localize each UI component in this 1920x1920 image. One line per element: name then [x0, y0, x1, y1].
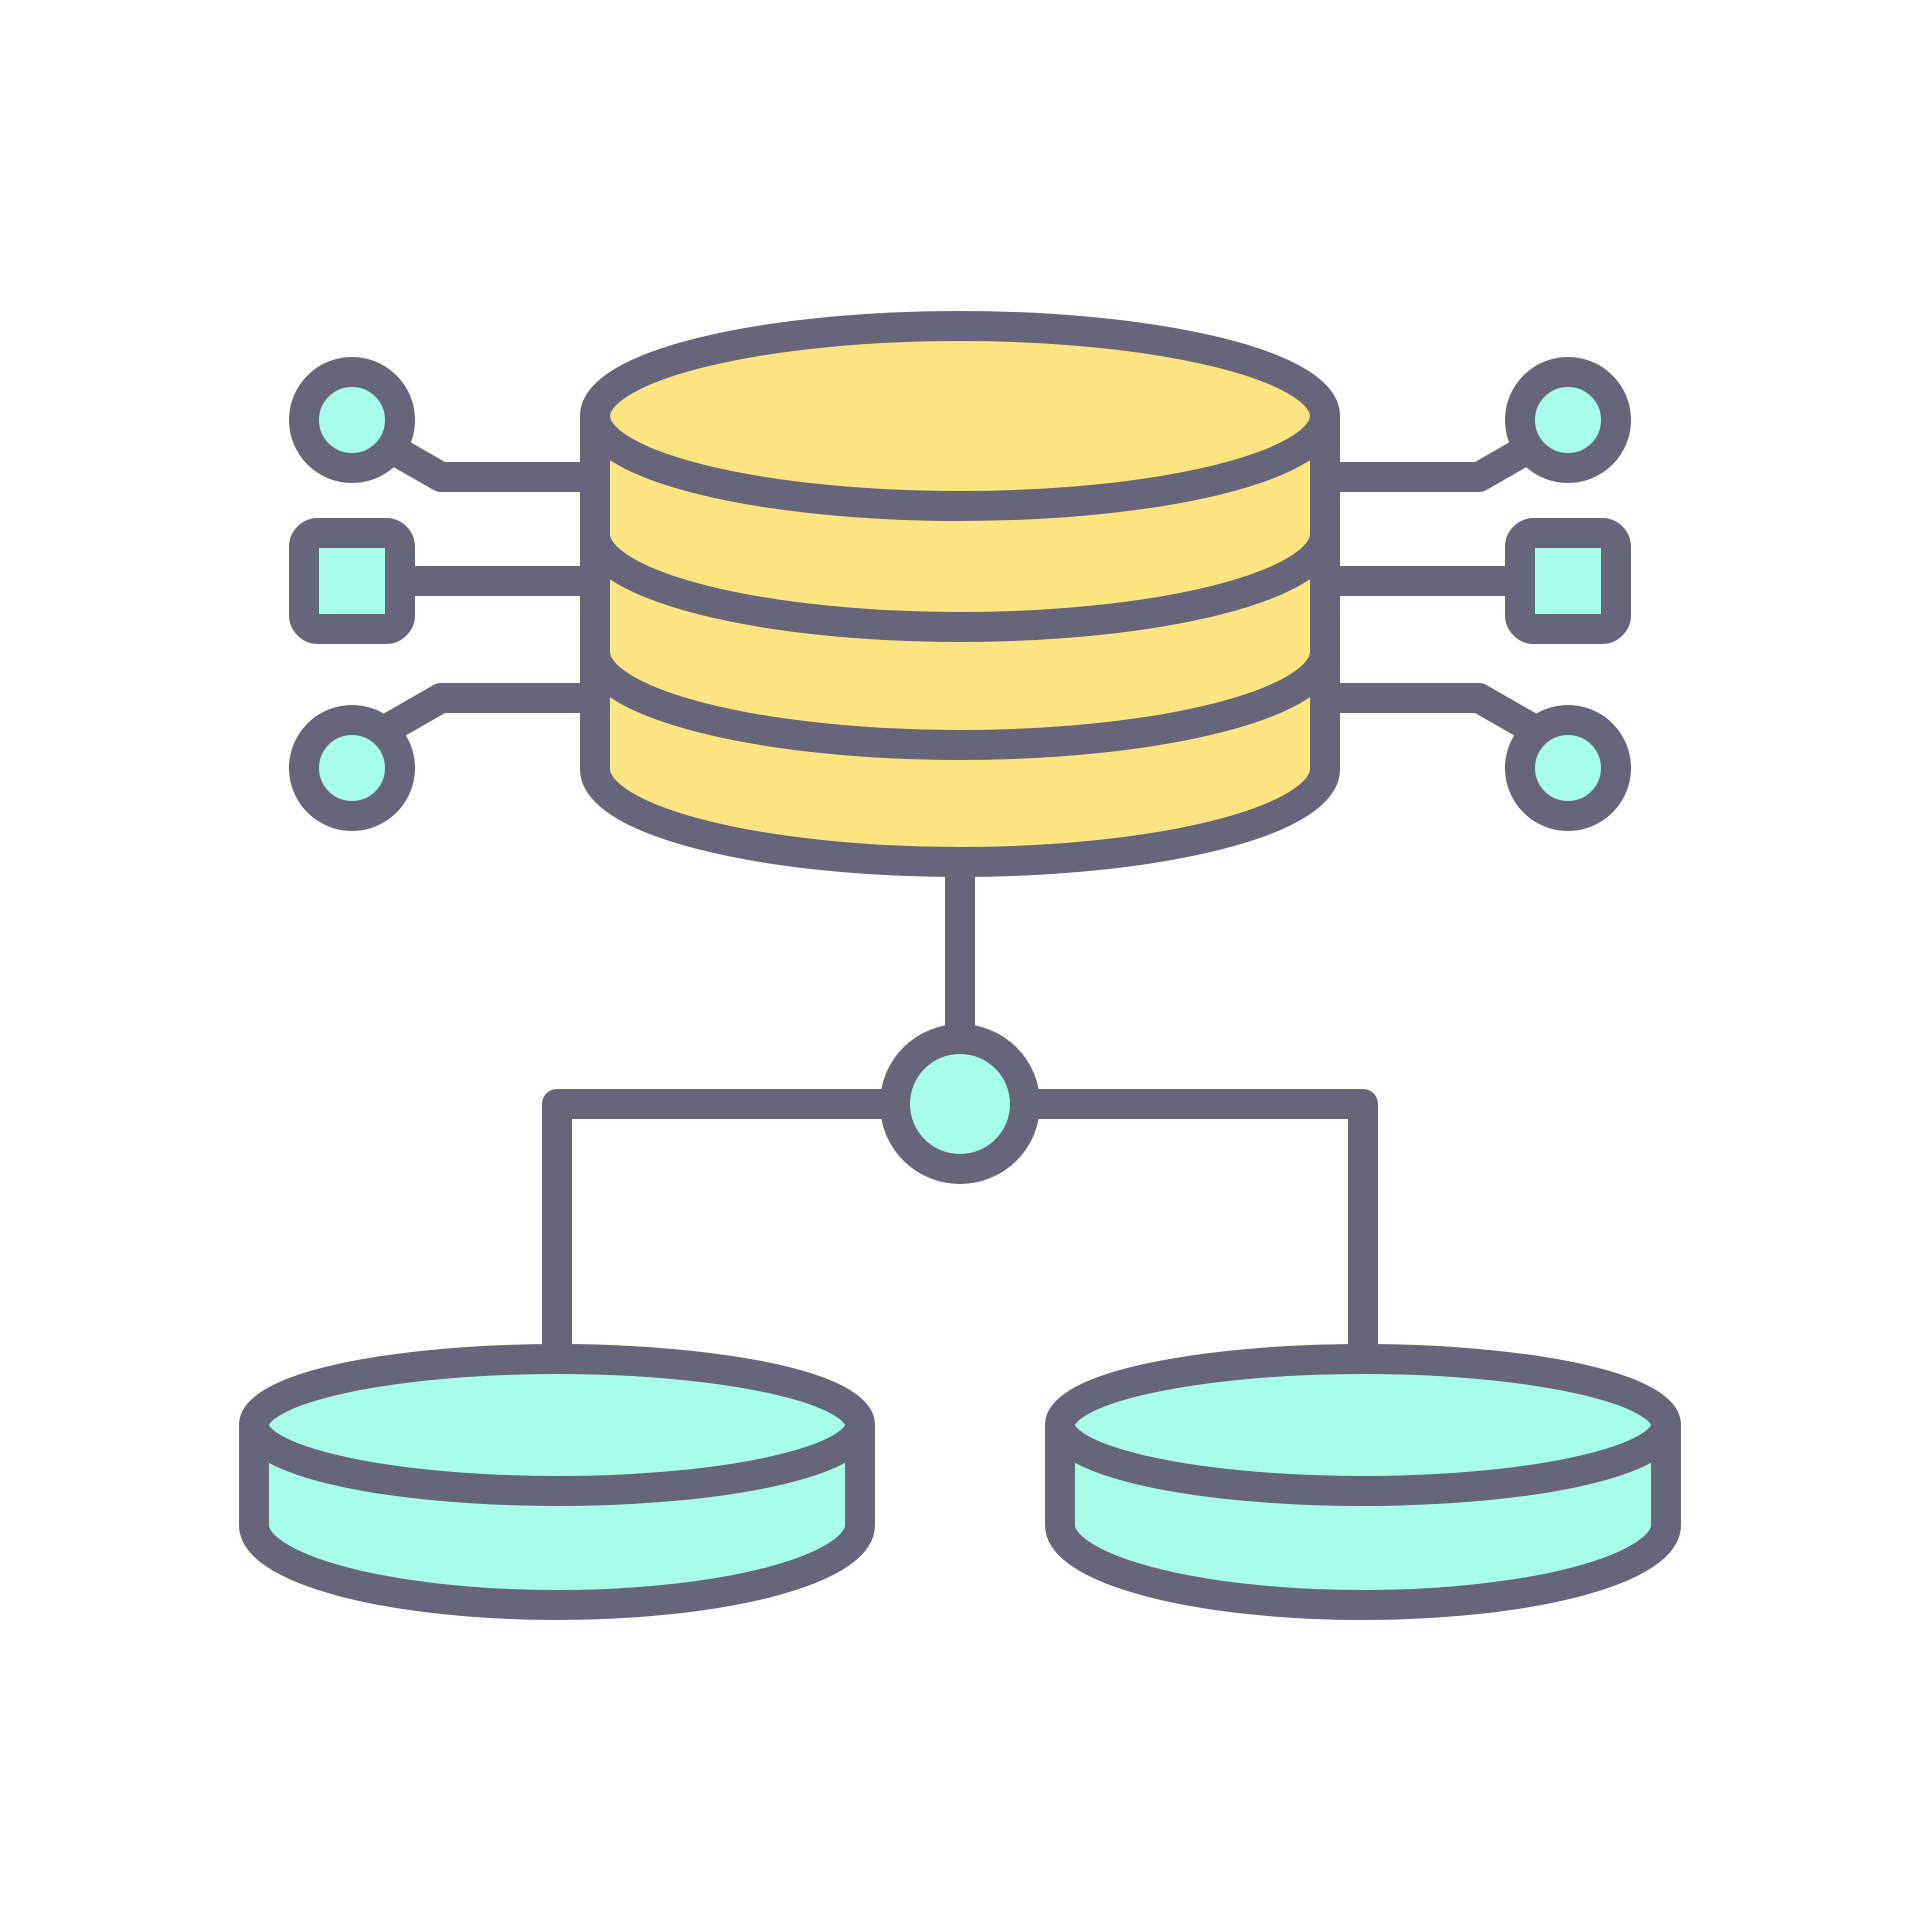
left-branch-line [542, 1089, 910, 1375]
left-child-database-icon [239, 1344, 875, 1620]
right-bottom-connector [1310, 683, 1555, 748]
hub-node-icon [880, 1024, 1040, 1184]
branch-connectors [542, 845, 1378, 1375]
right-child-database-icon [1045, 1344, 1681, 1620]
right-child-database-top [1045, 1344, 1681, 1506]
left-bottom-node-icon [289, 705, 415, 831]
main-database-icon [580, 311, 1340, 877]
right-nodes [1505, 357, 1631, 831]
right-top-node-icon [1505, 357, 1631, 483]
main-database-top [580, 311, 1340, 521]
main-database-band-2 [580, 650, 1340, 760]
left-top-connector [365, 427, 610, 492]
left-square-node-icon [289, 518, 415, 644]
right-branch-line [1010, 1089, 1378, 1375]
right-square-node-icon [1505, 518, 1631, 644]
right-bottom-node-icon [1505, 705, 1631, 831]
left-top-node-icon [289, 357, 415, 483]
left-child-database-top [239, 1344, 875, 1506]
right-top-connector [1310, 427, 1555, 492]
left-bottom-connector [365, 683, 610, 748]
main-database-band-1 [580, 532, 1340, 642]
left-nodes [289, 357, 415, 831]
